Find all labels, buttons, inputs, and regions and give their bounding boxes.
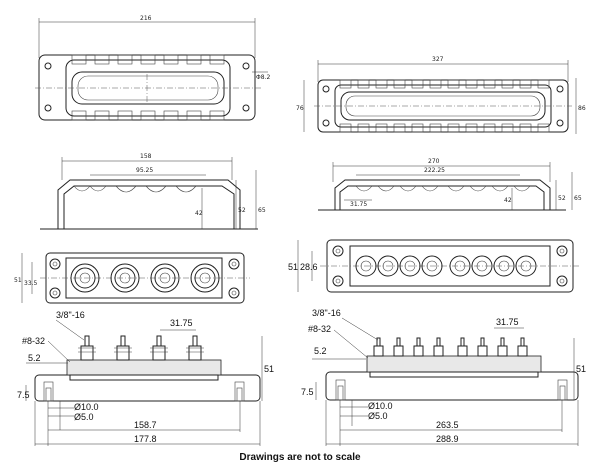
dim-width-327: 327 xyxy=(432,56,444,63)
dim-h65-left: 65 xyxy=(258,207,266,214)
plan-view-left: 51 33.5 xyxy=(14,252,250,304)
dim-len-outer-left: 177.8 xyxy=(134,434,157,444)
dim-hole: Φ8.2 xyxy=(256,74,270,81)
front-view-left: 3/8"-16 #8-32 31.75 5.2 7.5 51 Ø10.0 Ø5.… xyxy=(17,310,274,446)
dim-pitch-right: 31.75 xyxy=(496,317,519,327)
dim-len-inner-right: 263.5 xyxy=(436,420,459,430)
dim-h52-left: 52 xyxy=(238,207,246,214)
dim-base-left: 7.5 xyxy=(17,390,30,400)
dim-h65-right: 65 xyxy=(574,195,582,202)
front-view-right: 3/8"-16 #8-32 31.75 5.2 7.5 51 Ø10.0 Ø5.… xyxy=(301,308,586,446)
dim-height-76: 76 xyxy=(296,105,304,112)
dim-plan-left-33: 33.5 xyxy=(24,280,38,287)
dim-span-270: 270 xyxy=(428,158,440,165)
dim-inner-95: 95.25 xyxy=(136,167,153,174)
dim-plan-right-28: 28.6 xyxy=(300,262,318,272)
dim-h52-right: 52 xyxy=(558,195,566,202)
dim-pitch-left: 31.75 xyxy=(170,318,193,328)
top-view-right: 327 76 86 xyxy=(296,56,586,134)
dim-dia5-left: Ø5.0 xyxy=(74,412,94,422)
dim-height-right: 51 xyxy=(576,364,586,374)
dim-dia10-right: Ø10.0 xyxy=(368,401,393,411)
dim-gap-right: 5.2 xyxy=(314,346,327,356)
label-thread-stud-right: 3/8"-16 xyxy=(312,308,341,318)
dim-height-left: 51 xyxy=(264,364,274,374)
dim-width-216: 216 xyxy=(140,15,152,22)
caption: Drawings are not to scale xyxy=(239,452,361,463)
side-view-left: 158 95.25 42 52 65 xyxy=(40,153,266,230)
label-screw-left: #8-32 xyxy=(22,336,45,346)
side-view-right: 270 222.25 31.75 42 52 65 xyxy=(318,158,582,211)
dim-len-inner-left: 158.7 xyxy=(134,420,157,430)
label-thread-stud-left: 3/8"-16 xyxy=(56,310,85,320)
top-view-left: 216 Φ8.2 xyxy=(35,15,270,121)
dim-base-right: 7.5 xyxy=(301,387,314,397)
dim-h42-left: 42 xyxy=(195,210,203,217)
dim-len-outer-right: 288.9 xyxy=(436,434,459,444)
dim-side-86: 86 xyxy=(578,105,586,112)
dim-plan-right-51: 51 xyxy=(288,262,298,272)
dim-plan-left-51: 51 xyxy=(14,277,22,284)
dim-dia10-left: Ø10.0 xyxy=(74,402,99,412)
label-screw-right: #8-32 xyxy=(308,324,331,334)
dim-h42-right: 42 xyxy=(504,197,512,204)
dim-inner-222: 222.25 xyxy=(424,167,445,174)
dim-span-158: 158 xyxy=(140,153,152,160)
plan-view-right: 51 28.6 xyxy=(288,239,580,293)
dim-gap-left: 5.2 xyxy=(28,353,41,363)
dim-pitch-right-side: 31.75 xyxy=(350,201,367,208)
dim-dia5-right: Ø5.0 xyxy=(368,411,388,421)
